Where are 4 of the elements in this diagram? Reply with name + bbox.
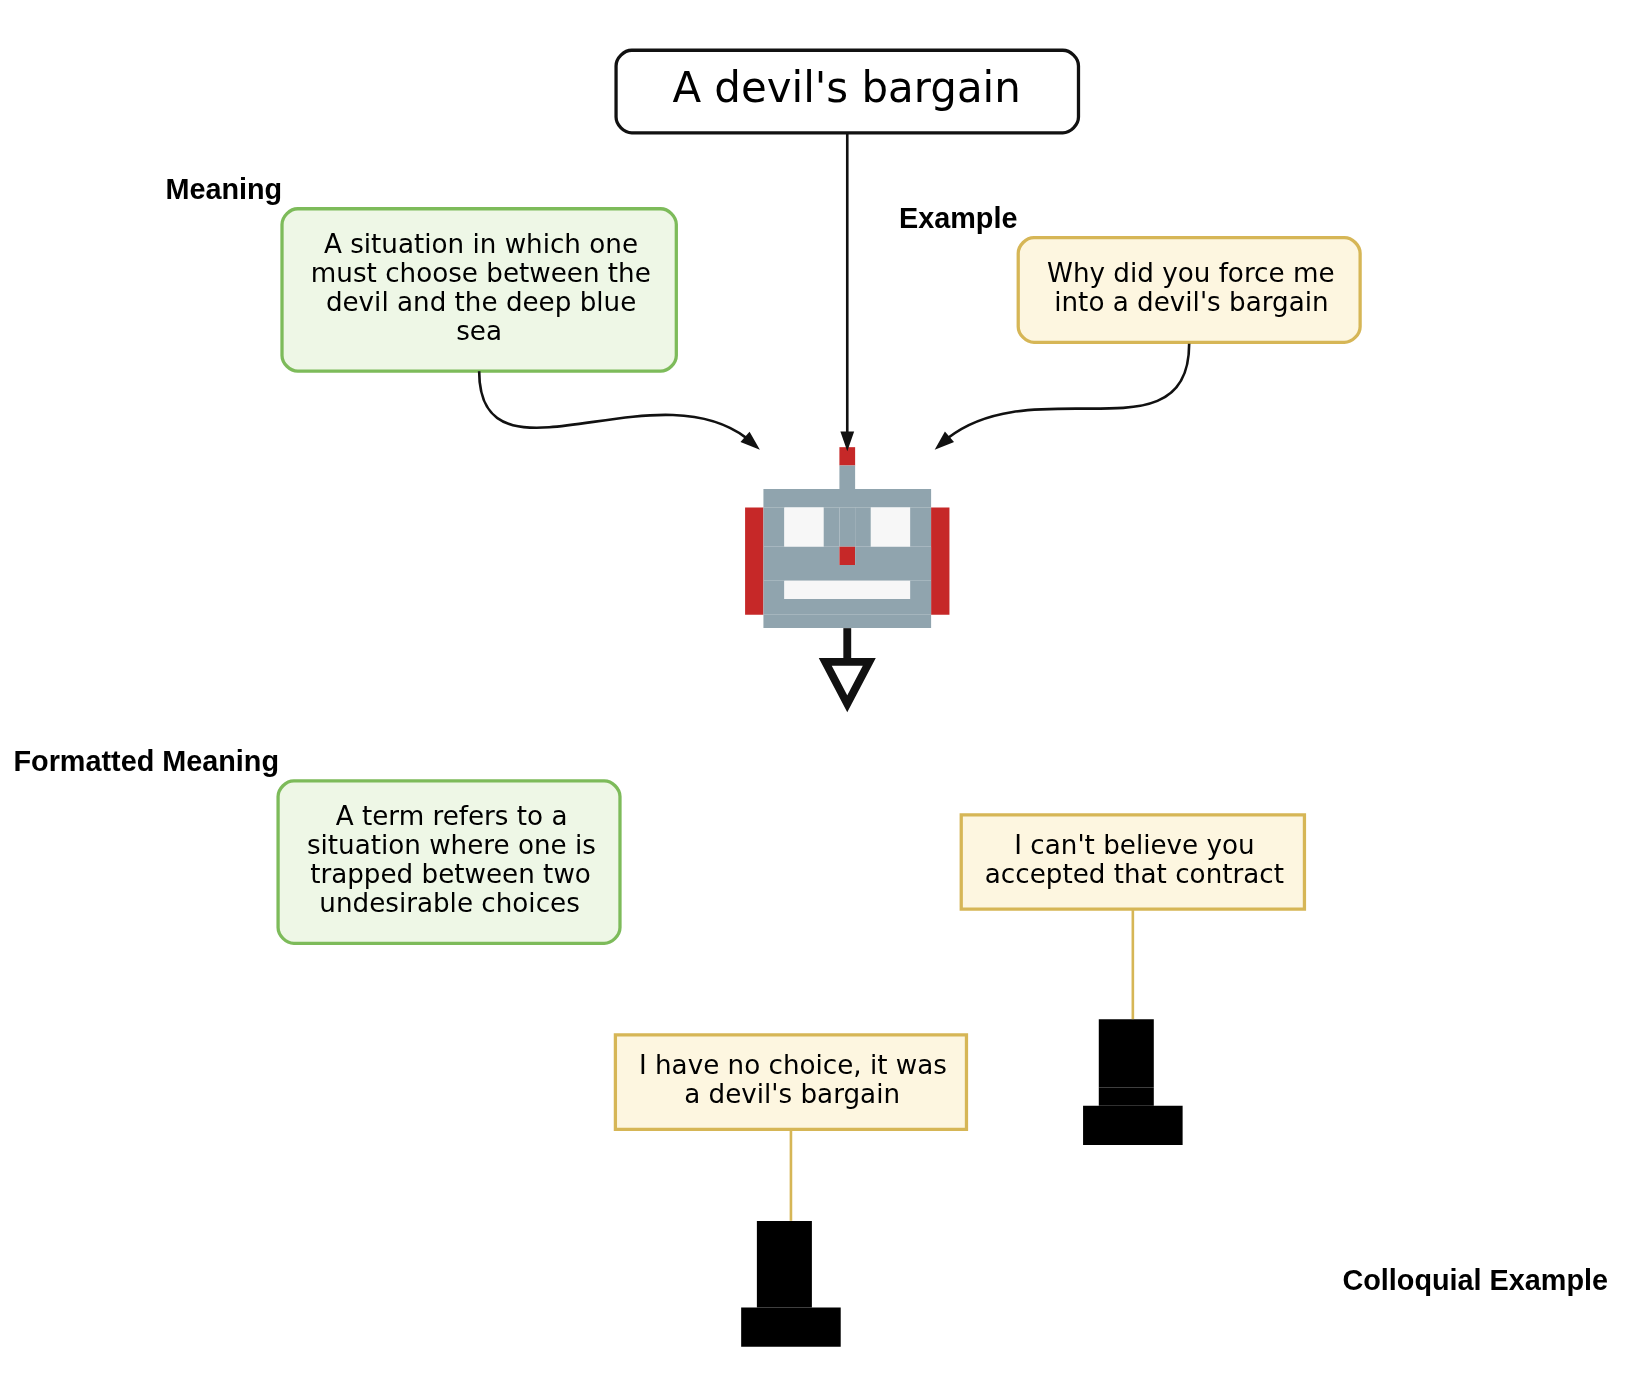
node-label: Meaning	[165, 173, 283, 206]
label: Colloquial Example	[1342, 1263, 1609, 1296]
node-label: Example	[899, 201, 1018, 234]
node-label: Formatted Meaning	[13, 745, 280, 778]
